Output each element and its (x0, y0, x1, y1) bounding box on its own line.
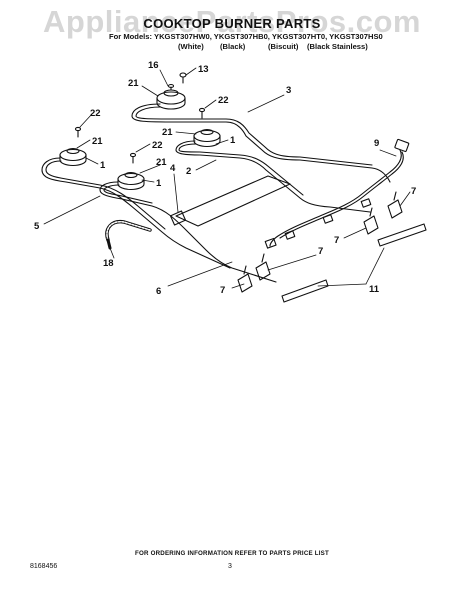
manifold-4 (169, 175, 291, 227)
screw-22-left (74, 126, 82, 138)
ordering-note: FOR ORDERING INFORMATION REFER TO PARTS … (135, 550, 329, 557)
callout-22: 22 (90, 108, 101, 119)
callout-3: 3 (286, 85, 291, 96)
callout-21: 21 (156, 157, 167, 168)
variant-black-stainless: (Black Stainless) (307, 42, 368, 51)
callout-4: 4 (170, 163, 176, 174)
callout-1: 1 (230, 135, 236, 146)
wire-harness-9 (264, 138, 410, 249)
leader-lines (43, 67, 411, 289)
igniter-7-lower (255, 253, 271, 281)
screw-22-top (198, 107, 206, 119)
callout-18: 18 (103, 258, 114, 269)
callout-1: 1 (100, 160, 106, 171)
callout-7: 7 (411, 186, 416, 197)
callout-9: 9 (374, 138, 379, 149)
variant-white: (White) (178, 42, 204, 51)
document-number: 8168456 (30, 563, 58, 570)
callout-11: 11 (369, 284, 380, 295)
igniter-7-mid (363, 207, 379, 235)
screw-13 (179, 72, 187, 84)
models-line: For Models: YKGST307HW0, YKGST307HB0, YK… (109, 32, 383, 41)
burner-left (59, 147, 87, 167)
page-title: COOKTOP BURNER PARTS (143, 16, 321, 31)
callout-1: 1 (156, 178, 162, 189)
callout-22: 22 (218, 95, 229, 106)
igniter-7-front (237, 265, 253, 293)
igniter-7-upper (387, 191, 403, 219)
callout-7: 7 (318, 246, 323, 257)
watermark: AppliancePartsPros.com (43, 4, 421, 39)
callout-6: 6 (156, 286, 161, 297)
callout-7: 7 (334, 235, 339, 246)
bracket-11-right (377, 223, 427, 247)
page-number: 3 (228, 563, 232, 570)
gas-tube-3 (131, 103, 391, 183)
gas-tube-6 (99, 181, 277, 283)
variant-biscuit: (Biscuit) (268, 42, 299, 51)
callout-16: 16 (148, 60, 159, 71)
callout-2: 2 (186, 166, 191, 177)
callout-5: 5 (34, 221, 40, 232)
callout-numbers: 16 13 21 22 3 22 21 1 21 1 22 21 4 2 1 9… (34, 60, 416, 297)
flex-hose-18 (105, 219, 152, 250)
callout-7: 7 (220, 285, 225, 296)
variant-black: (Black) (220, 42, 246, 51)
gas-tube-5 (41, 157, 231, 269)
callout-21: 21 (92, 136, 103, 147)
callout-13: 13 (198, 64, 209, 75)
burner-middle-right (193, 128, 221, 148)
bracket-11-left (281, 279, 329, 303)
callout-22: 22 (152, 140, 163, 151)
callout-21: 21 (128, 78, 139, 89)
burner-top-left (156, 83, 186, 110)
callout-21: 21 (162, 127, 173, 138)
gas-tube-2 (175, 140, 371, 213)
screw-22-front (129, 152, 137, 164)
burner-front (117, 171, 145, 191)
